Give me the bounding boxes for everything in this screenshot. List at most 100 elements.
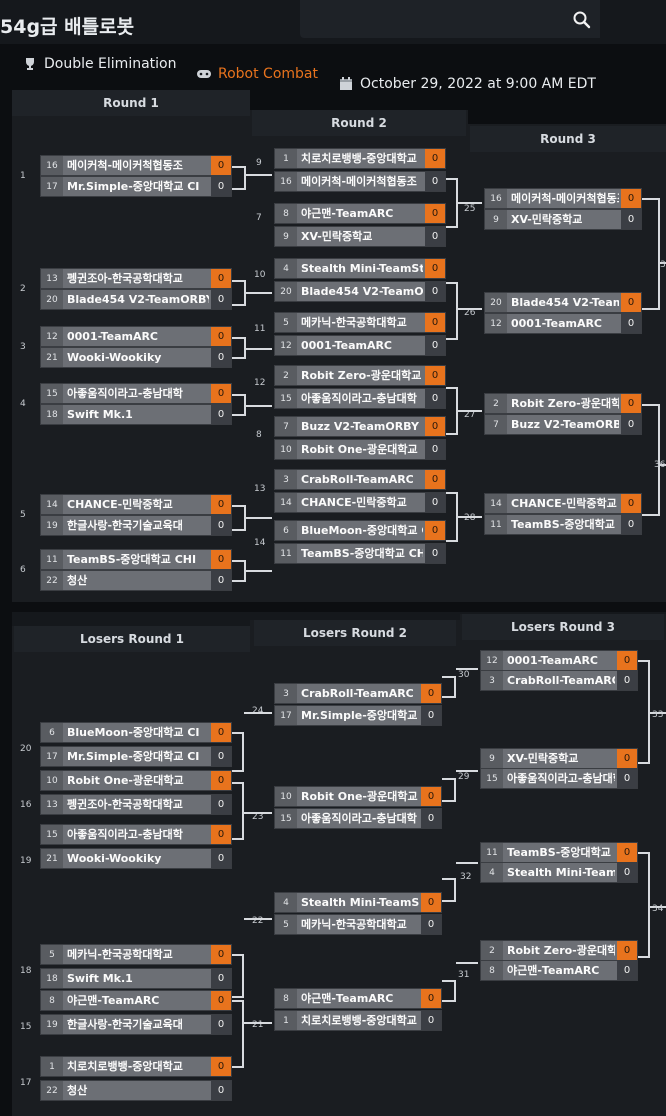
team-name: Robit One-광운대학교	[67, 774, 184, 787]
team-name: 펭귄조아-한국공학대학교	[67, 272, 183, 285]
team-name: 메카닉-한국공학대학교	[67, 948, 173, 961]
score-box: 0	[211, 495, 231, 514]
bracket-line	[246, 405, 272, 407]
bracket-line	[456, 770, 478, 772]
score-box: 0	[425, 282, 445, 301]
seed-number: 13	[41, 269, 63, 288]
team-name: CrabRoll-TeamARC	[301, 473, 414, 486]
match-number: 30	[458, 670, 470, 680]
date-info: October 29, 2022 at 9:00 AM EDT	[338, 76, 596, 92]
search-icon[interactable]	[572, 10, 592, 30]
team-name: 0001-TeamARC	[511, 317, 603, 330]
team-name: 아좋움직이라고-충남대학	[301, 812, 417, 825]
match-number: 7	[256, 213, 262, 223]
search-bar[interactable]	[300, 0, 600, 38]
seed-number: 18	[41, 969, 63, 988]
bracket-connector	[232, 560, 246, 582]
seed-number: 15	[275, 389, 297, 408]
bracket-connector	[232, 166, 246, 190]
seed-number: 19	[41, 516, 63, 535]
team-name: Robit One-광운대학교	[301, 443, 418, 456]
game-info[interactable]: Robot Combat	[196, 66, 318, 82]
seed-number: 15	[41, 384, 63, 403]
bracket-connector	[638, 660, 650, 764]
bracket-line	[456, 668, 478, 670]
bracket-line	[244, 812, 272, 814]
match-number: 24	[252, 706, 264, 716]
team-name: XV-민락중학교	[511, 213, 583, 226]
game-link[interactable]: Robot Combat	[218, 66, 318, 82]
bracket-connector	[232, 782, 244, 840]
event-date: October 29, 2022 at 9:00 AM EDT	[360, 76, 596, 92]
seed-number: 1	[41, 1057, 63, 1076]
score-box: 0	[621, 515, 641, 534]
score-box: 0	[211, 177, 231, 196]
trophy-icon	[26, 58, 34, 70]
